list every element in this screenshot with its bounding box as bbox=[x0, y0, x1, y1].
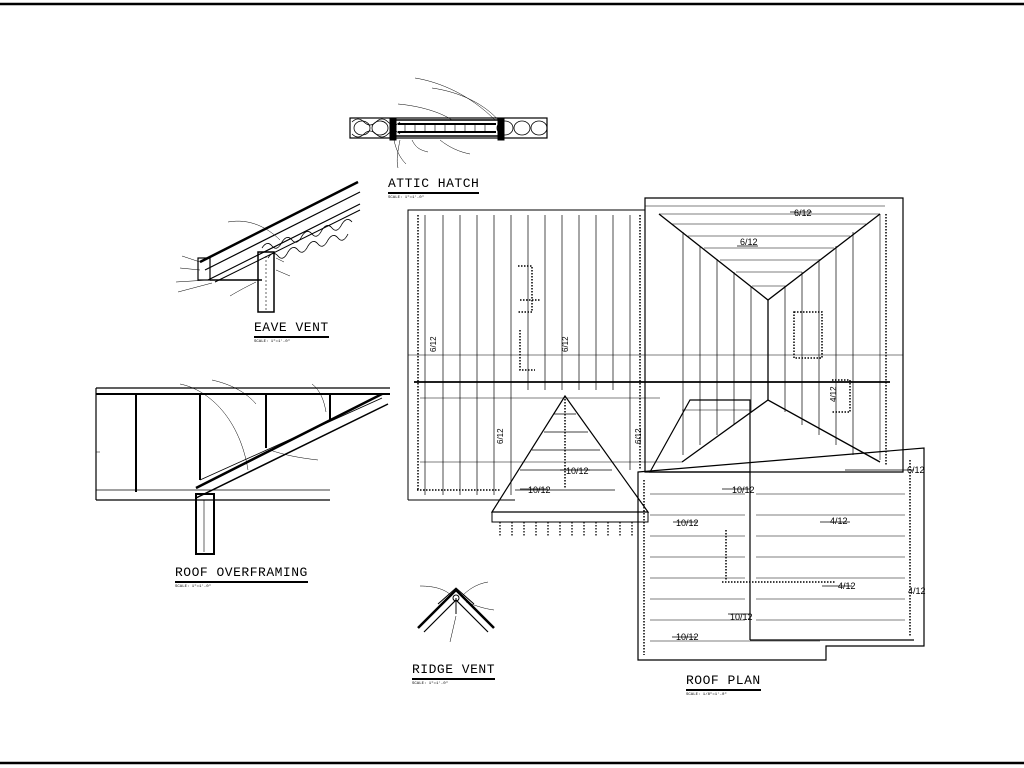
ridge-vent-scale: SCALE: 1"=1'-0" bbox=[412, 682, 449, 686]
ridge-vent-title: RIDGE VENT SCALE: 1"=1'-0" bbox=[412, 662, 496, 686]
eave-vent-title: EAVE VENT SCALE: 1"=1'-0" bbox=[254, 320, 329, 344]
roof-plan-scale: SCALE: 1/8"=1'-0" bbox=[686, 693, 727, 697]
roof-overframing-title-text: ROOF OVERFRAMING bbox=[175, 565, 308, 583]
pitch-label: 10/12 bbox=[676, 518, 699, 528]
pitch-labels: 6/12 6/12 6/12 6/12 6/12 6/12 6/12 10/12… bbox=[429, 208, 926, 642]
pitch-label: 6/12 bbox=[429, 336, 438, 352]
eave-vent-scale: SCALE: 1"=1'-0" bbox=[254, 340, 291, 344]
ridge-vent-title-text: RIDGE VENT bbox=[412, 662, 496, 680]
roof-overframing-scale: SCALE: 1"=1'-0" bbox=[175, 585, 212, 589]
attic-hatch-title-text: ATTIC HATCH bbox=[388, 176, 480, 194]
pitch-label: 6/12 bbox=[794, 208, 812, 218]
attic-hatch-detail bbox=[349, 77, 548, 169]
roof-plan-title: ROOF PLAN SCALE: 1/8"=1'-0" bbox=[686, 673, 761, 697]
pitch-label: 6/12 bbox=[496, 428, 505, 444]
pitch-label: 6/12 bbox=[634, 428, 643, 444]
eave-vent-detail bbox=[175, 180, 361, 313]
pitch-label: 10/12 bbox=[528, 485, 551, 495]
pitch-label: 10/12 bbox=[732, 485, 755, 495]
roof-plan-title-text: ROOF PLAN bbox=[686, 673, 761, 691]
attic-hatch-scale: SCALE: 1"=1'-0" bbox=[388, 196, 425, 200]
pitch-label: 10/12 bbox=[676, 632, 699, 642]
pitch-label: 6/12 bbox=[561, 336, 570, 352]
pitch-label: 4/12 bbox=[830, 516, 848, 526]
pitch-label: 6/12 bbox=[740, 237, 758, 247]
roof-overframing-title: ROOF OVERFRAMING SCALE: 1"=1'-0" bbox=[175, 565, 308, 589]
roof-plan bbox=[407, 197, 925, 661]
pitch-label: 4/12 bbox=[838, 581, 856, 591]
pitch-label: 4/12 bbox=[829, 386, 838, 402]
pitch-label: 10/12 bbox=[566, 466, 589, 476]
eave-vent-title-text: EAVE VENT bbox=[254, 320, 329, 338]
ridge-vent-detail bbox=[417, 581, 495, 643]
pitch-label: 6/12 bbox=[907, 465, 925, 475]
attic-hatch-title: ATTIC HATCH SCALE: 1"=1'-0" bbox=[388, 176, 480, 200]
pitch-label: 10/12 bbox=[730, 612, 753, 622]
roof-overframing-detail bbox=[95, 379, 390, 555]
pitch-label: 4/12 bbox=[908, 586, 926, 596]
